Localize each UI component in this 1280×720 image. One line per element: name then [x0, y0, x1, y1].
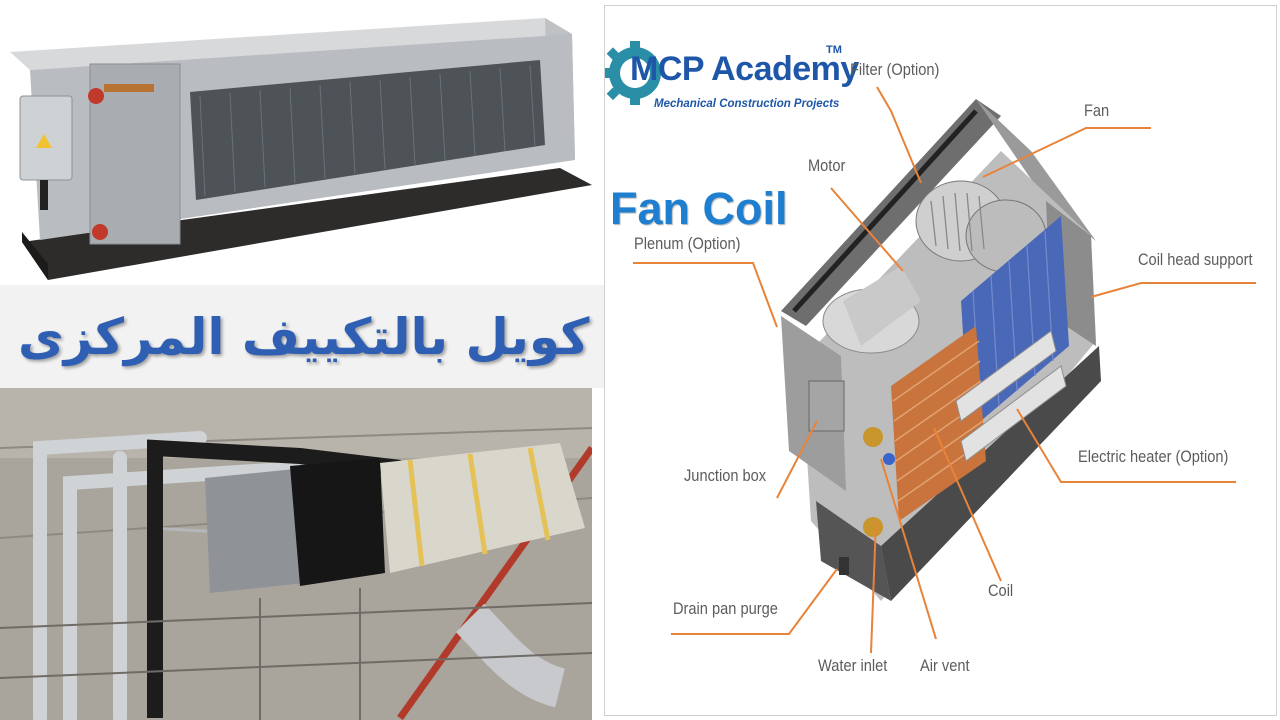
diagram-panel [604, 5, 1277, 716]
label-coil-head-support: Coil head support [1138, 250, 1253, 269]
label-electric-heater: Electric heater (Option) [1078, 447, 1229, 466]
label-drain-pan-purge: Drain pan purge [673, 599, 778, 618]
diagram-title: Fan Coil [610, 183, 788, 234]
logo-trademark: TM [826, 44, 842, 56]
label-filter: Filter (Option) [850, 60, 940, 79]
fan-coil-exploded-diagram [605, 41, 1256, 654]
label-water-inlet: Water inlet [818, 656, 888, 675]
label-junction-box: Junction box [684, 466, 767, 485]
label-motor: Motor [808, 156, 846, 175]
logo-name: MCP Academy [630, 50, 859, 88]
label-coil: Coil [988, 581, 1014, 600]
logo-tagline: Mechanical Construction Projects [654, 98, 840, 110]
gear-logo-icon [605, 41, 661, 105]
ceiling-installation-photo [0, 388, 592, 720]
label-plenum: Plenum (Option) [634, 234, 741, 253]
label-fan: Fan [1084, 101, 1110, 120]
fan-coil-unit-body [781, 99, 1101, 601]
fan-coil-unit-photo [0, 0, 600, 285]
label-air-vent: Air vent [920, 656, 970, 675]
leader-lines [633, 86, 1256, 654]
